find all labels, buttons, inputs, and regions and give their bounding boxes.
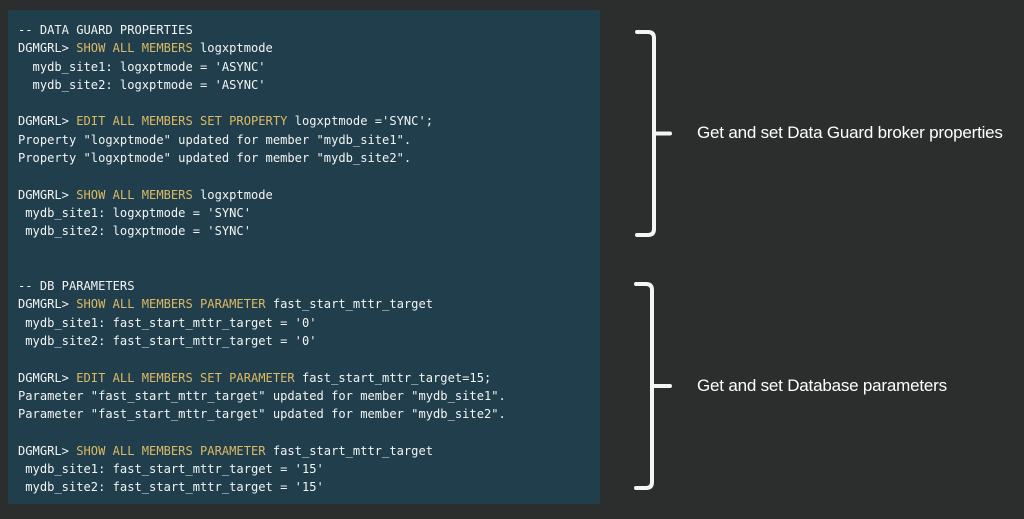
terminal-text: DGMGRL>	[18, 187, 77, 202]
terminal-keyword-text: EDIT ALL MEMBERS SET PROPERTY	[76, 114, 288, 129]
terminal-text: DGMGRL>	[18, 41, 77, 56]
terminal-text: DGMGRL>	[18, 297, 77, 312]
terminal-text: Parameter "fast_start_mttr_target" updat…	[18, 407, 506, 422]
terminal-line: mydb_site2: logxptmode = 'SYNC'	[18, 222, 594, 240]
terminal-text: mydb_site1: logxptmode = 'ASYNC'	[18, 59, 266, 74]
terminal-text: logxptmode ='SYNC';	[287, 114, 434, 129]
curly-brace-db-parameters-section	[634, 282, 672, 490]
terminal-line: mydb_site1: logxptmode = 'ASYNC'	[18, 58, 594, 76]
terminal-text: fast_start_mttr_target	[265, 297, 434, 312]
terminal-text: Property "logxptmode" updated for member…	[18, 132, 412, 147]
terminal-line: DGMGRL> SHOW ALL MEMBERS PARAMETER fast_…	[18, 295, 594, 313]
terminal-text: logxptmode	[192, 41, 273, 56]
terminal-text: -- DATA GUARD PROPERTIES	[18, 23, 193, 37]
terminal-keyword-text: SHOW ALL MEMBERS PARAMETER	[76, 297, 266, 312]
terminal-line	[18, 259, 594, 277]
terminal-text: Property "logxptmode" updated for member…	[18, 151, 412, 166]
terminal-text: logxptmode	[192, 187, 273, 202]
terminal-line	[18, 241, 594, 259]
terminal-line: DGMGRL> EDIT ALL MEMBERS SET PARAMETER f…	[18, 369, 594, 387]
terminal-text: Parameter "fast_start_mttr_target" updat…	[18, 388, 506, 403]
terminal-line: -- DB PARAMETERS	[18, 277, 594, 295]
terminal-line: DGMGRL> EDIT ALL MEMBERS SET PROPERTY lo…	[18, 112, 594, 130]
terminal-keyword-text: SHOW ALL MEMBERS	[76, 41, 193, 56]
terminal-text: DGMGRL>	[18, 370, 77, 385]
terminal-line: Parameter "fast_start_mttr_target" updat…	[18, 405, 594, 423]
terminal-keyword-text: EDIT ALL MEMBERS SET PARAMETER	[76, 370, 295, 385]
terminal-text: mydb_site2: fast_start_mttr_target = '15…	[18, 480, 324, 495]
curly-brace-data-guard-section	[635, 30, 672, 237]
terminal-line	[18, 167, 594, 185]
terminal-text: DGMGRL>	[18, 114, 77, 129]
terminal-line: Parameter "fast_start_mttr_target" updat…	[18, 387, 594, 405]
terminal-line	[18, 350, 594, 368]
terminal-line: DGMGRL> SHOW ALL MEMBERS PARAMETER fast_…	[18, 442, 594, 460]
terminal-line: Property "logxptmode" updated for member…	[18, 131, 594, 149]
terminal-text: mydb_site2: fast_start_mttr_target = '0'	[18, 334, 317, 349]
terminal-output: -- DATA GUARD PROPERTIES DGMGRL> SHOW ALL…	[8, 10, 600, 497]
terminal-text: fast_start_mttr_target	[265, 443, 434, 458]
annotation-data-guard-properties: Get and set Data Guard broker properties	[697, 123, 1003, 142]
terminal-line: DGMGRL> SHOW ALL MEMBERS logxptmode	[18, 186, 594, 204]
terminal-line: -- DATA GUARD PROPERTIES	[18, 21, 594, 39]
terminal-line: mydb_site1: fast_start_mttr_target = '15…	[18, 460, 594, 478]
terminal-text: mydb_site1: logxptmode = 'SYNC'	[18, 205, 251, 220]
annotation-database-parameters: Get and set Database parameters	[697, 376, 947, 395]
terminal-line: mydb_site1: logxptmode = 'SYNC'	[18, 204, 594, 222]
terminal-text: DGMGRL>	[18, 443, 77, 458]
terminal-line: mydb_site2: logxptmode = 'ASYNC'	[18, 76, 594, 94]
terminal-text: fast_start_mttr_target=15;	[294, 370, 492, 385]
terminal-text: mydb_site2: logxptmode = 'ASYNC'	[18, 77, 266, 92]
terminal-line: DGMGRL> SHOW ALL MEMBERS logxptmode	[18, 39, 594, 57]
terminal-line	[18, 424, 594, 442]
terminal-panel: -- DATA GUARD PROPERTIES DGMGRL> SHOW ALL…	[8, 10, 600, 504]
terminal-text: -- DB PARAMETERS	[18, 279, 135, 294]
terminal-text: mydb_site2: logxptmode = 'SYNC'	[18, 224, 251, 239]
terminal-keyword-text: SHOW ALL MEMBERS	[76, 187, 193, 202]
terminal-line: mydb_site2: fast_start_mttr_target = '0'	[18, 332, 594, 350]
terminal-text: mydb_site1: fast_start_mttr_target = '0'	[18, 315, 317, 330]
terminal-line	[18, 94, 594, 112]
terminal-line: Property "logxptmode" updated for member…	[18, 149, 594, 167]
terminal-line: mydb_site1: fast_start_mttr_target = '0'	[18, 314, 594, 332]
terminal-line: mydb_site2: fast_start_mttr_target = '15…	[18, 478, 594, 496]
terminal-text: mydb_site1: fast_start_mttr_target = '15…	[18, 462, 324, 477]
terminal-keyword-text: SHOW ALL MEMBERS PARAMETER	[76, 443, 266, 458]
